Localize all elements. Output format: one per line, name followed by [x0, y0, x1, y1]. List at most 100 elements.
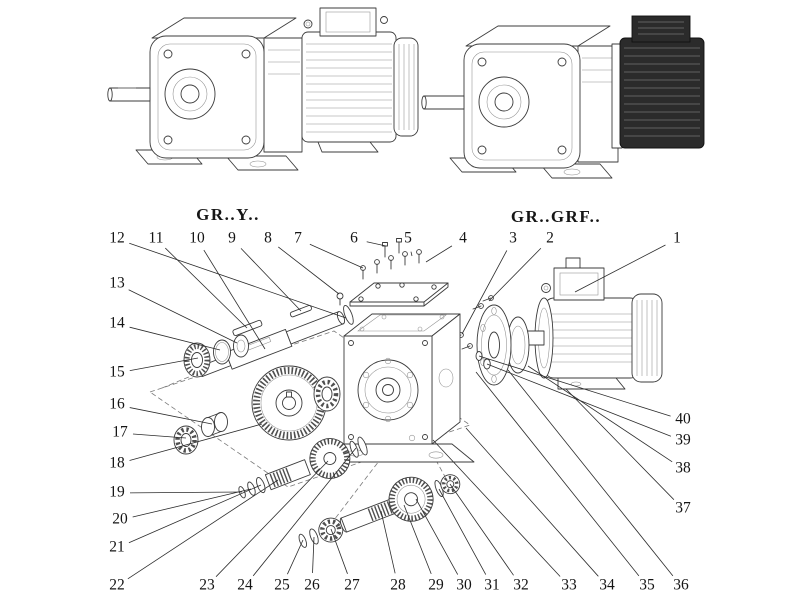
leader-line-19	[129, 491, 243, 494]
leader-line-16	[129, 407, 213, 425]
output-shaft	[109, 87, 151, 102]
bushing-and-bearing	[173, 412, 228, 455]
leader-line-30	[415, 498, 459, 575]
leader-line-23	[215, 460, 329, 577]
bottom-shaft-assembly	[298, 474, 461, 548]
leader-line-34	[465, 427, 599, 577]
label-gr-grf: GR..GRF..	[511, 207, 601, 226]
callout-13: 13	[109, 275, 125, 292]
exploded-motor	[517, 257, 663, 390]
leader-line-28	[380, 510, 396, 574]
callout-7: 7	[294, 230, 302, 247]
keyway	[286, 391, 292, 398]
main-gear-group	[251, 365, 341, 441]
callout-16: 16	[109, 396, 125, 413]
cover-disc	[233, 334, 249, 358]
shaft-key	[289, 305, 312, 318]
leader-line-14	[129, 326, 221, 351]
callout-29: 29	[428, 577, 444, 594]
callout-3: 3	[509, 230, 517, 247]
callout-40: 40	[675, 411, 691, 428]
leader-line-40	[478, 355, 671, 417]
output-side-rings	[183, 334, 249, 378]
bushing	[201, 417, 215, 437]
leader-line-3	[461, 250, 508, 335]
leader-line-10	[203, 249, 266, 350]
callout-37: 37	[675, 500, 691, 517]
callout-27: 27	[344, 577, 360, 594]
leader-line-12	[129, 242, 347, 319]
leader-line-24	[252, 447, 357, 577]
callout-2: 2	[546, 230, 554, 247]
leader-line-2	[488, 247, 542, 302]
ring	[349, 440, 359, 458]
callout-38: 38	[675, 460, 691, 477]
leader-line-25	[287, 539, 304, 575]
washer	[238, 486, 246, 499]
callout-34: 34	[599, 577, 615, 594]
callout-33: 33	[561, 577, 577, 594]
callout-19: 19	[109, 484, 125, 501]
leader-line-20	[132, 488, 252, 518]
housing-front-face	[343, 335, 433, 445]
leader-line-36	[507, 369, 674, 577]
callout-25: 25	[274, 577, 290, 594]
output-shaft	[423, 95, 465, 110]
leader-line-9	[240, 248, 302, 312]
callout-8: 8	[264, 230, 272, 247]
callout-30: 30	[456, 577, 472, 594]
leader-line-22	[127, 479, 279, 580]
leader-line-21	[128, 484, 262, 544]
callout-12: 12	[109, 230, 125, 247]
leader-line-35	[475, 371, 640, 577]
leader-line-33	[432, 439, 561, 577]
motor-body	[301, 31, 397, 143]
housing-bore	[357, 359, 419, 421]
terminal-box	[319, 7, 377, 37]
leader-line-15	[129, 357, 199, 372]
leader-line-38	[527, 365, 673, 463]
leader-line-31	[438, 488, 487, 575]
flange-group	[443, 295, 530, 386]
leader-line-6	[366, 241, 387, 247]
label-gr-y: GR..Y..	[196, 205, 260, 224]
callout-24: 24	[237, 577, 253, 594]
leader-line-4	[425, 245, 453, 263]
callout-14: 14	[109, 315, 125, 332]
callout-4: 4	[459, 230, 467, 247]
cover-screws	[360, 238, 422, 280]
seal-ring	[213, 339, 231, 365]
callout-22: 22	[109, 577, 125, 594]
mounting-flange	[476, 304, 512, 386]
leader-line-13	[128, 289, 238, 344]
breather-plug	[336, 292, 344, 300]
exploded-housing	[319, 313, 475, 463]
callout-10: 10	[189, 230, 205, 247]
leader-line-1	[574, 244, 666, 293]
leader-line-27	[330, 528, 348, 574]
callout-6: 6	[350, 230, 358, 247]
leader-line-26	[312, 536, 315, 574]
assembled-view-gr-grf	[421, 15, 705, 179]
fan-cover	[393, 37, 419, 137]
gearbox-housing-front	[463, 43, 581, 169]
callout-5: 5	[404, 230, 412, 247]
callout-28: 28	[390, 577, 406, 594]
assembled-view-gr-y	[107, 7, 419, 171]
leader-line-5	[410, 251, 413, 257]
shaft-key	[232, 319, 263, 337]
callout-26: 26	[304, 577, 320, 594]
callout-11: 11	[149, 230, 164, 247]
top-cover-group	[336, 238, 449, 307]
leader-line-17	[132, 433, 187, 439]
callout-39: 39	[675, 432, 691, 449]
callout-9: 9	[228, 230, 236, 247]
callout-20: 20	[112, 511, 128, 528]
compact-motor-block	[619, 37, 705, 149]
output-shaft-assembly	[197, 305, 354, 377]
leader-line-39	[486, 363, 672, 437]
terminal-box	[553, 267, 605, 301]
